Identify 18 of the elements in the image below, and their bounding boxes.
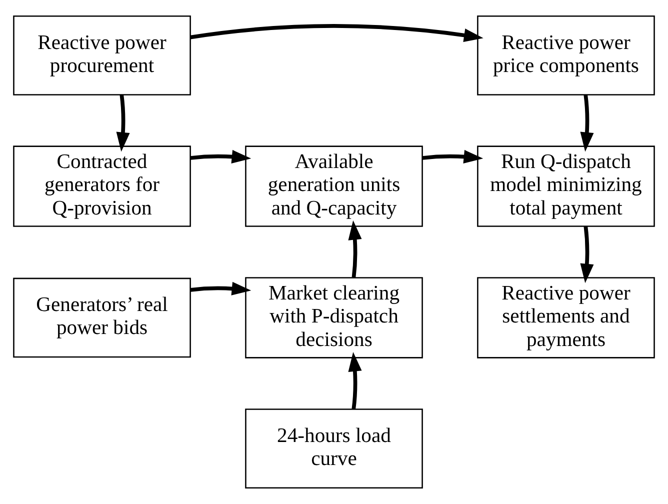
node-box: Reactive power settlements and payments — [477, 277, 655, 358]
arrow — [580, 94, 594, 152]
arrow — [190, 150, 252, 164]
node-box: Reactive power price components — [477, 16, 655, 96]
arrow — [190, 282, 252, 296]
arrow — [348, 352, 362, 410]
node-box: Contracted generators for Q-provision — [13, 146, 191, 227]
node-box: Generators’ real power bids — [13, 278, 191, 358]
arrow — [116, 94, 130, 152]
arrow — [348, 220, 362, 278]
node-box: Reactive power procurement — [13, 16, 191, 96]
arrow — [580, 226, 594, 284]
node-box: Market clearing with P-dispatch decisions — [245, 277, 423, 358]
arrow — [190, 24, 484, 42]
node-box: Run Q-dispatch model minimizing total payment — [477, 146, 655, 227]
arrow — [422, 150, 484, 164]
node-box: Available generation units and Q-capacity — [245, 146, 423, 227]
node-box: 24-hours load curve — [245, 408, 423, 488]
